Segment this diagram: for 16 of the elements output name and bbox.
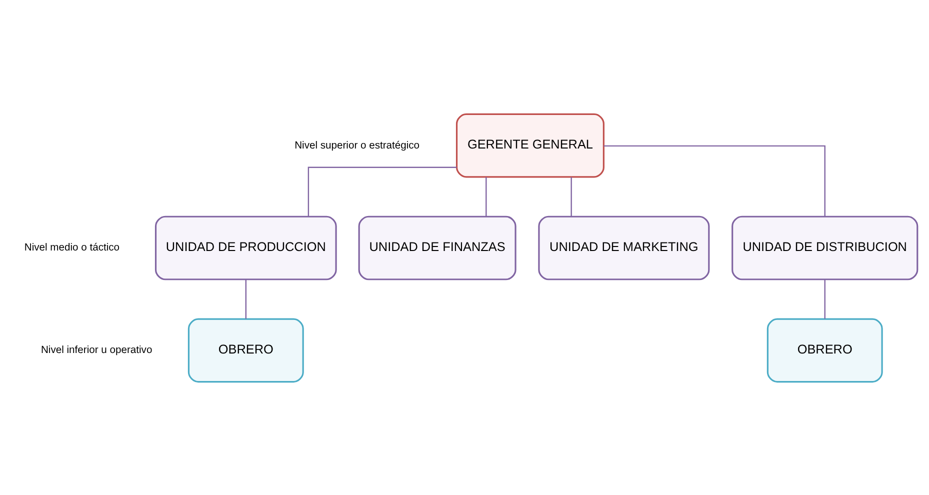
label: Nivel medio o táctico	[24, 242, 120, 254]
node-box: GERENTE GENERAL	[456, 112, 604, 178]
node-box: UNIDAD DE PRODUCCION	[154, 215, 337, 280]
connector	[824, 279, 826, 318]
connector	[486, 176, 487, 216]
connector	[570, 176, 572, 216]
node-box: OBRERO	[766, 318, 883, 382]
node-box: UNIDAD DE MARKETING	[538, 215, 710, 280]
node-box: OBRERO	[188, 318, 304, 382]
label: Nivel superior o estratégico	[294, 140, 420, 151]
label: Nivel inferior u operativo	[40, 344, 152, 356]
connector	[308, 166, 457, 216]
connector	[245, 279, 246, 318]
node-box: UNIDAD DE DISTRIBUCION	[732, 215, 918, 280]
node-box: UNIDAD DE FINANZAS	[358, 215, 516, 280]
connector	[604, 144, 826, 216]
